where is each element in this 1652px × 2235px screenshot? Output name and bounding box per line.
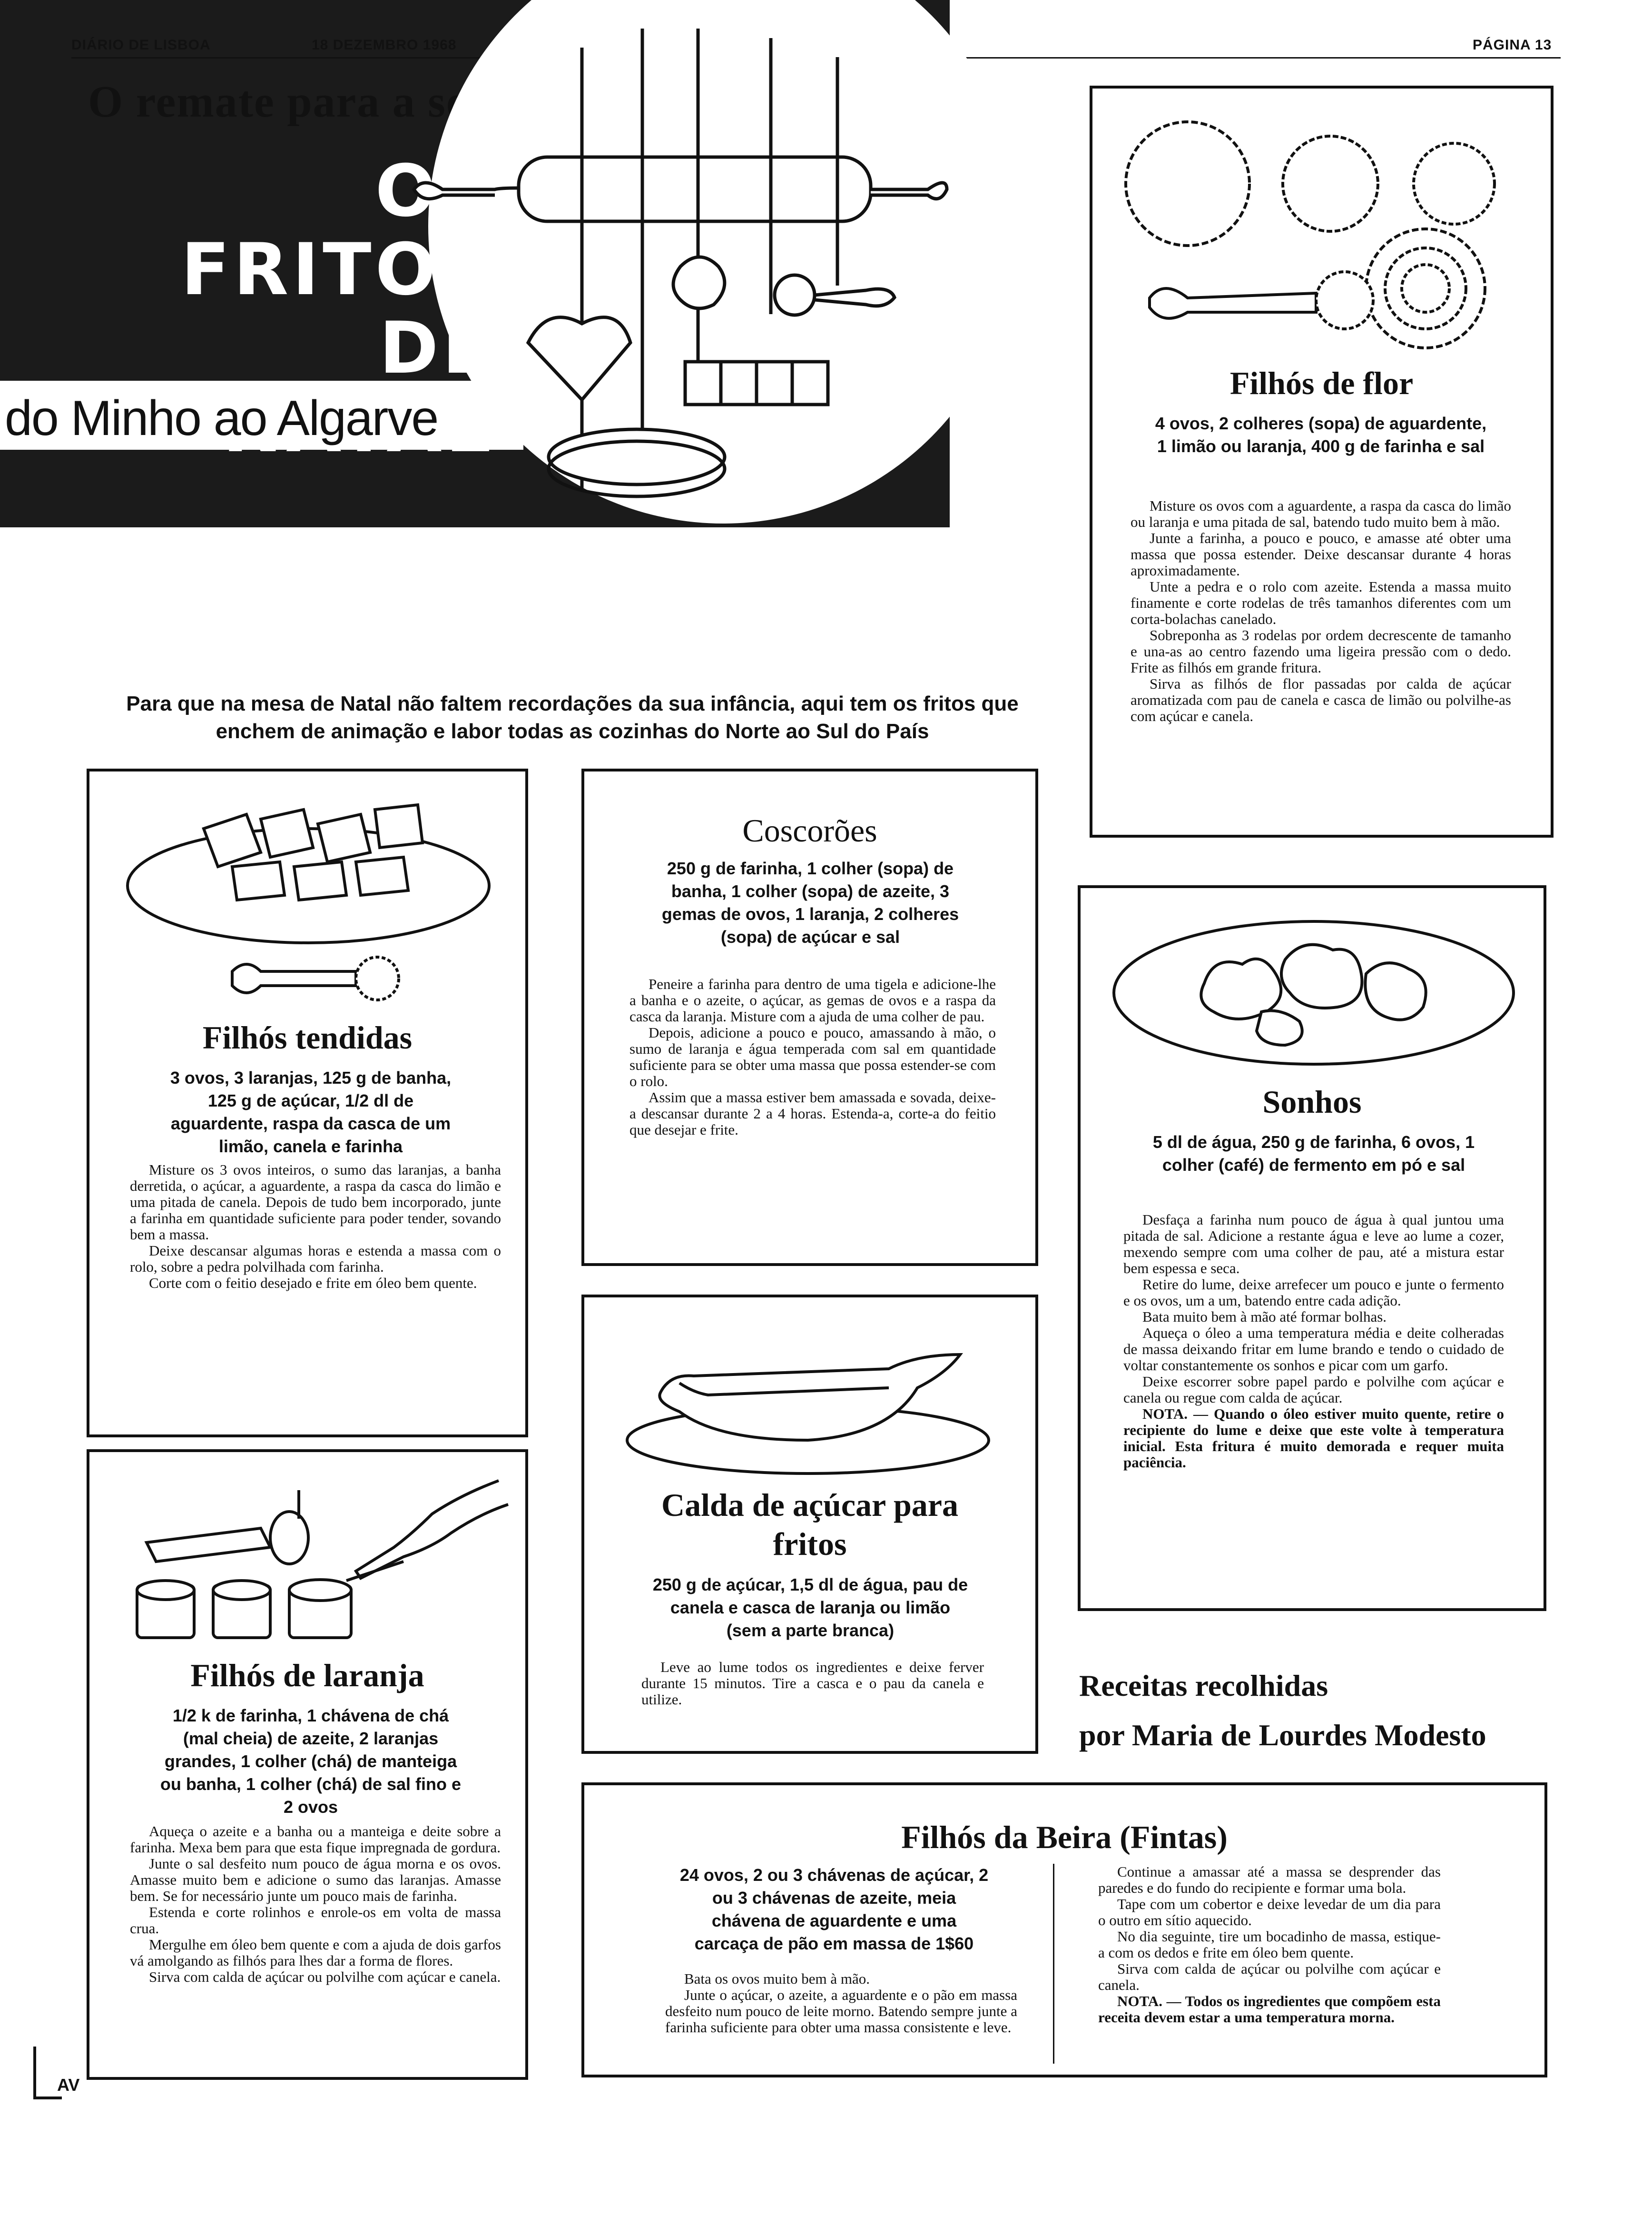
recipe-steps: Leve ao lume todos os ingredientes e dei… [641, 1659, 984, 1708]
recipe-step: Junte o açúcar, o azeite, a aguardente e… [665, 1987, 1017, 2036]
recipe-ingredients: 250 g de farinha, 1 colher (sopa) de ban… [661, 859, 959, 947]
margin-mark [33, 2047, 36, 2099]
recipe-title: Filhós tendidas [202, 1019, 413, 1056]
banner-circle [428, 0, 1018, 524]
recipe-step: Desfaça a farinha num pouco de água à qu… [1123, 1211, 1504, 1276]
recipe-step: Deixe escorrer sobre papel pardo e polvi… [1123, 1373, 1504, 1406]
footer-mark: AV [57, 2075, 80, 2095]
recipe-step: Continue a amassar até a massa se despre… [1098, 1863, 1441, 1896]
recipe-step: Junte o sal desfeito num pouco de água m… [130, 1855, 501, 1904]
recipe-step: Corte com o feitio desejado e frite em ó… [149, 1275, 477, 1291]
recipe-step: Deixe descansar algumas horas e estenda … [130, 1242, 501, 1275]
recipe-step: Junte a farinha, a pouco e pouco, e amas… [1131, 530, 1511, 579]
pastry-plate-icon [126, 803, 491, 1001]
recipe-note: NOTA. — Quando o óleo estiver muito quen… [1123, 1406, 1504, 1471]
recipe-step: Depois, adicione a pouco e pouco, amassa… [629, 1024, 996, 1089]
recipe-step: Sirva as filhós de flor passadas por cal… [1131, 675, 1511, 724]
recipe-step: Sobreponha as 3 rodelas por ordem decres… [1131, 627, 1511, 676]
banner-title-line: OS FRITOS [181, 150, 495, 311]
recipe-steps-right: Continue a amassar até a massa se despre… [1098, 1864, 1441, 2026]
pastry-cutter-icon [1124, 120, 1496, 349]
recipe-steps: Aqueça o azeite e a banha ou a manteiga … [130, 1823, 501, 1985]
banner-title-line: NATAL [222, 386, 495, 468]
recipe-step: Estenda e corte rolinhos e enrole-os em … [130, 1904, 501, 1937]
recipe-step: Retire do lume, deixe arrefecer um pouco… [1123, 1276, 1504, 1309]
recipe-sonhos: Sonhos 5 dl de água, 250 g de farinha, 6… [1078, 885, 1546, 1611]
recipe-steps-left: Bata os ovos muito bem à mão. Junte o aç… [665, 1971, 1017, 2036]
banner-title-line: DE [379, 307, 495, 390]
recipe-step: Unte a pedra e o rolo com azeite. Estend… [1131, 578, 1511, 627]
recipe-ingredients: 24 ovos, 2 ou 3 chávenas de açúcar, 2 ou… [679, 1865, 989, 1953]
recipe-coscoroes: Coscorões 250 g de farinha, 1 colher (so… [581, 769, 1038, 1266]
recipe-filhos-beira: Filhós da Beira (Fintas) 24 ovos, 2 ou 3… [581, 1782, 1547, 2077]
recipe-step: No dia seguinte, tire um bocadinho de ma… [1098, 1928, 1441, 1961]
newspaper-name: DIÁRIO DE LISBOA [71, 37, 211, 53]
recipe-step: Bata muito bem à mão até formar bolhas. [1142, 1308, 1387, 1325]
recipe-title: Coscorões [742, 812, 877, 849]
recipes-credit: Receitas recolhidas por Maria de Lourdes… [1079, 1661, 1486, 1760]
recipe-note-text: NOTA. — Todos os ingredientes que compõe… [1098, 1993, 1441, 2026]
kitchen-tools-icon [412, 29, 949, 498]
recipe-ingredients: 3 ovos, 3 laranjas, 125 g de banha, 125 … [170, 1068, 452, 1156]
recipe-step: Misture os ovos com a aguardente, a rasp… [1131, 497, 1511, 530]
issue-date: 18 DEZEMBRO 1968 [312, 37, 457, 53]
recipe-calda-acucar: Calda de açúcar para fritos 250 g de açú… [581, 1295, 1038, 1754]
recipe-step: Aqueça o óleo a uma temperatura média e … [1123, 1325, 1504, 1374]
credit-line: Receitas recolhidas [1079, 1669, 1328, 1702]
recipe-step: Misture os 3 ovos inteiros, o sumo das l… [130, 1161, 501, 1243]
recipe-step: Aqueça o azeite e a banha ou a manteiga … [130, 1823, 501, 1856]
banner-illustration: OS FRITOS DE NATAL do Minho ao Algarve [0, 0, 1018, 527]
recipe-ingredients: 250 g de açúcar, 1,5 dl de água, pau de … [652, 1575, 968, 1640]
recipe-title: Calda de açúcar para fritos [661, 1487, 958, 1562]
recipe-step: Peneire a farinha para dentro de uma tig… [629, 976, 996, 1025]
recipe-step: Bata os ovos muito bem à mão. [684, 1970, 870, 1987]
recipe-title: Filhós da Beira (Fintas) [901, 1819, 1228, 1855]
column-divider [1053, 1864, 1054, 2064]
recipe-filhos-tendidas: Filhós tendidas 3 ovos, 3 laranjas, 125 … [87, 769, 528, 1437]
recipe-title: Sonhos [1262, 1084, 1362, 1120]
intro-text: Para que na mesa de Natal não faltem rec… [126, 692, 1019, 743]
recipe-title: Filhós de flor [1229, 365, 1414, 401]
recipe-ingredients: 4 ovos, 2 colheres (sopa) de aguardente,… [1155, 414, 1487, 456]
recipe-step: Sirva com calda de açúcar ou polvilhe co… [149, 1968, 501, 1985]
recipe-steps: Misture os 3 ovos inteiros, o sumo das l… [130, 1162, 501, 1291]
gravy-boat-icon [626, 1353, 990, 1475]
recipe-step: Assim que a massa estiver bem amassada e… [629, 1089, 996, 1138]
banner-title: OS FRITOS DE NATAL [57, 152, 495, 466]
banner-strip [0, 381, 523, 450]
page-number: PÁGINA 13 [1473, 37, 1552, 53]
margin-mark [33, 2097, 62, 2099]
recipe-ingredients: 1/2 k de farinha, 1 chávena de chá (mal … [160, 1706, 462, 1817]
pastry-platter-icon [1112, 920, 1515, 1066]
recipe-filhos-laranja: Filhós de laranja 1/2 k de farinha, 1 ch… [87, 1449, 528, 2080]
recipe-steps: Desfaça a farinha num pouco de água à qu… [1123, 1212, 1504, 1471]
recipe-step: Sirva com calda de açúcar ou polvilhe co… [1098, 1960, 1441, 1993]
recipe-step: Mergulhe em óleo bem quente e com a ajud… [130, 1936, 501, 1969]
recipe-ingredients: 5 dl de água, 250 g de farinha, 6 ovos, … [1152, 1132, 1475, 1175]
recipe-filhos-flor: Filhós de flor 4 ovos, 2 colheres (sopa)… [1090, 86, 1554, 838]
recipe-note: NOTA. — Todos os ingredientes que compõe… [1098, 1993, 1441, 2026]
banner-subtitle: do Minho ao Algarve [5, 391, 439, 446]
recipe-steps: Peneire a farinha para dentro de uma tig… [629, 976, 996, 1138]
frying-hands-icon [136, 1479, 509, 1639]
recipe-step: Leve ao lume todos os ingredientes e dei… [641, 1659, 984, 1708]
recipe-steps: Misture os ovos com a aguardente, a rasp… [1131, 498, 1511, 724]
recipe-title: Filhós de laranja [190, 1657, 424, 1693]
recipe-step: Tape com um cobertor e deixe levedar de … [1098, 1896, 1441, 1928]
credit-line: por Maria de Lourdes Modesto [1079, 1718, 1486, 1752]
recipe-note-text: NOTA. — Quando o óleo estiver muito quen… [1123, 1405, 1504, 1471]
